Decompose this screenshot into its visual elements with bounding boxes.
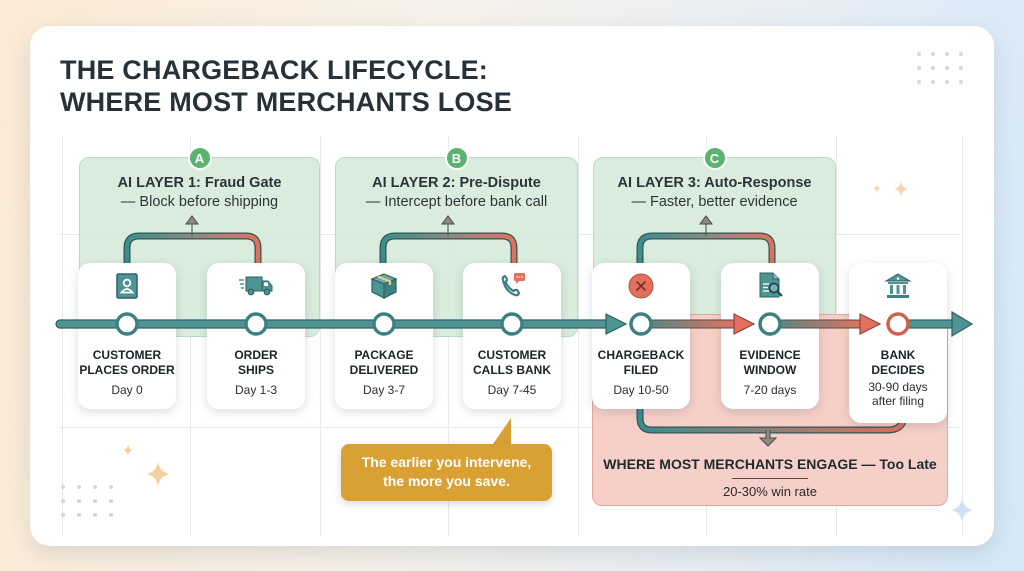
- layer-title: AI LAYER 3: Auto-Response: [617, 175, 812, 191]
- layer-2-loop-arrow: [379, 215, 518, 264]
- layer-badge: B: [444, 146, 469, 170]
- grid-line: [320, 136, 321, 536]
- layer-subtitle: — Faster, better evidence: [631, 194, 798, 210]
- sparkle-icon: [894, 181, 908, 197]
- grid-line: [578, 136, 579, 536]
- layer-title: AI LAYER 1: Fraud Gate: [117, 175, 282, 191]
- sparkle-icon: [123, 444, 133, 456]
- layer-1-loop-arrow: [123, 215, 262, 264]
- win-rate-text: 20-30% win rate: [723, 484, 817, 499]
- timeline-arrowhead: [859, 313, 882, 335]
- layer-subtitle: — Intercept before bank call: [365, 194, 548, 210]
- stage-time: Day 1-3: [234, 383, 278, 397]
- layer-title: AI LAYER 2: Pre-Dispute: [372, 175, 541, 191]
- grid-line: [62, 136, 63, 536]
- late-zone-title: WHERE MOST MERCHANTS ENGAGE — Too Late: [603, 456, 937, 472]
- timeline-node: [500, 312, 524, 336]
- stage-time: Day 3-7: [362, 383, 406, 397]
- phone-call-icon: [501, 273, 525, 297]
- connector-arrows: [123, 215, 908, 447]
- x-circle-icon: [628, 273, 654, 299]
- sparkle-icon: [146, 461, 170, 487]
- timeline-arrowhead: [733, 313, 756, 335]
- document-search-icon: [759, 272, 783, 298]
- callout-tail: [493, 418, 511, 444]
- timeline-node: [372, 312, 396, 336]
- timeline-node: [758, 312, 782, 336]
- divider: [732, 478, 808, 479]
- layer-badge: A: [187, 146, 212, 170]
- title-line-1: THE CHARGEBACK LIFECYCLE:: [60, 55, 488, 85]
- customer-profile-icon: [116, 273, 138, 299]
- page-title: THE CHARGEBACK LIFECYCLE: WHERE MOST MER…: [60, 54, 512, 118]
- callout-line-1: The earlier you intervene,: [361, 454, 532, 470]
- delivery-truck-icon: [239, 276, 273, 296]
- layer-badge: C: [702, 146, 727, 170]
- stage-time: Day 0: [111, 383, 143, 397]
- grid-line: [962, 136, 963, 536]
- callout-line-2: the more you save.: [383, 473, 510, 489]
- sparkle-icon: [873, 184, 881, 193]
- late-zone-loop-arrow: [636, 406, 908, 447]
- timeline-node: [115, 312, 139, 336]
- timeline-node: [629, 312, 653, 336]
- stage-time: 7-20 days: [743, 383, 797, 397]
- timeline: [55, 181, 974, 487]
- infographic-card: THE CHARGEBACK LIFECYCLE: WHERE MOST MER…: [30, 26, 994, 546]
- timeline-node: [244, 312, 268, 336]
- callout-bubble: The earlier you intervene, the more you …: [341, 444, 552, 501]
- timeline-arrowhead: [605, 313, 628, 335]
- layer-subtitle: — Block before shipping: [120, 194, 279, 210]
- title-line-2: WHERE MOST MERCHANTS LOSE: [60, 87, 513, 117]
- bank-building-icon: [884, 273, 912, 298]
- layer-3-loop-arrow: [636, 215, 776, 264]
- package-box-icon: [370, 273, 398, 299]
- timeline-end-arrowhead: [951, 310, 974, 338]
- stage-time: Day 7-45: [487, 383, 537, 397]
- stage-time: Day 10-50: [613, 383, 669, 397]
- timeline-node: [886, 312, 910, 336]
